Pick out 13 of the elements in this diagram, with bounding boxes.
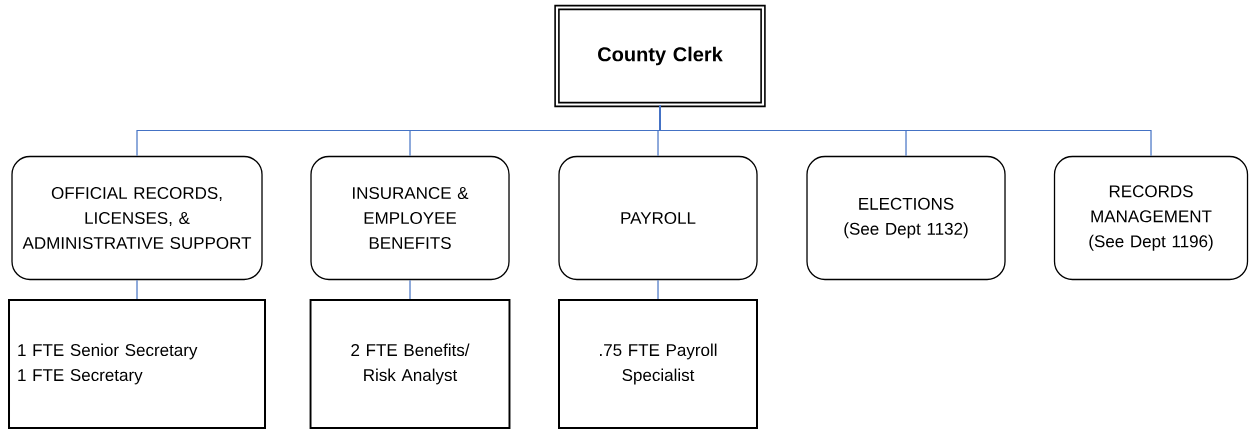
staff-box: 2 FTE Benefits/ Risk Analyst: [309, 299, 511, 429]
department-box: OFFICIAL RECORDS, LICENSES, & ADMINISTRATIVE SUPPORT: [11, 155, 263, 281]
department-box: INSURANCE & EMPLOYEE BENEFITS: [310, 155, 510, 281]
connector-line: [657, 279, 659, 300]
department-box: PAYROLL: [558, 155, 758, 281]
head-box: County Clerk: [554, 4, 766, 108]
connector-line: [136, 279, 138, 300]
staff-box: .75 FTE Payroll Specialist: [558, 299, 758, 429]
department-box: ELECTIONS (See Dept 1132): [806, 155, 1006, 281]
department-box: RECORDS MANAGEMENT (See Dept 1196): [1053, 155, 1249, 281]
connector-line: [659, 104, 1152, 157]
staff-box: 1 FTE Senior Secretary 1 FTE Secretary: [8, 299, 266, 429]
connector-line: [409, 279, 411, 300]
